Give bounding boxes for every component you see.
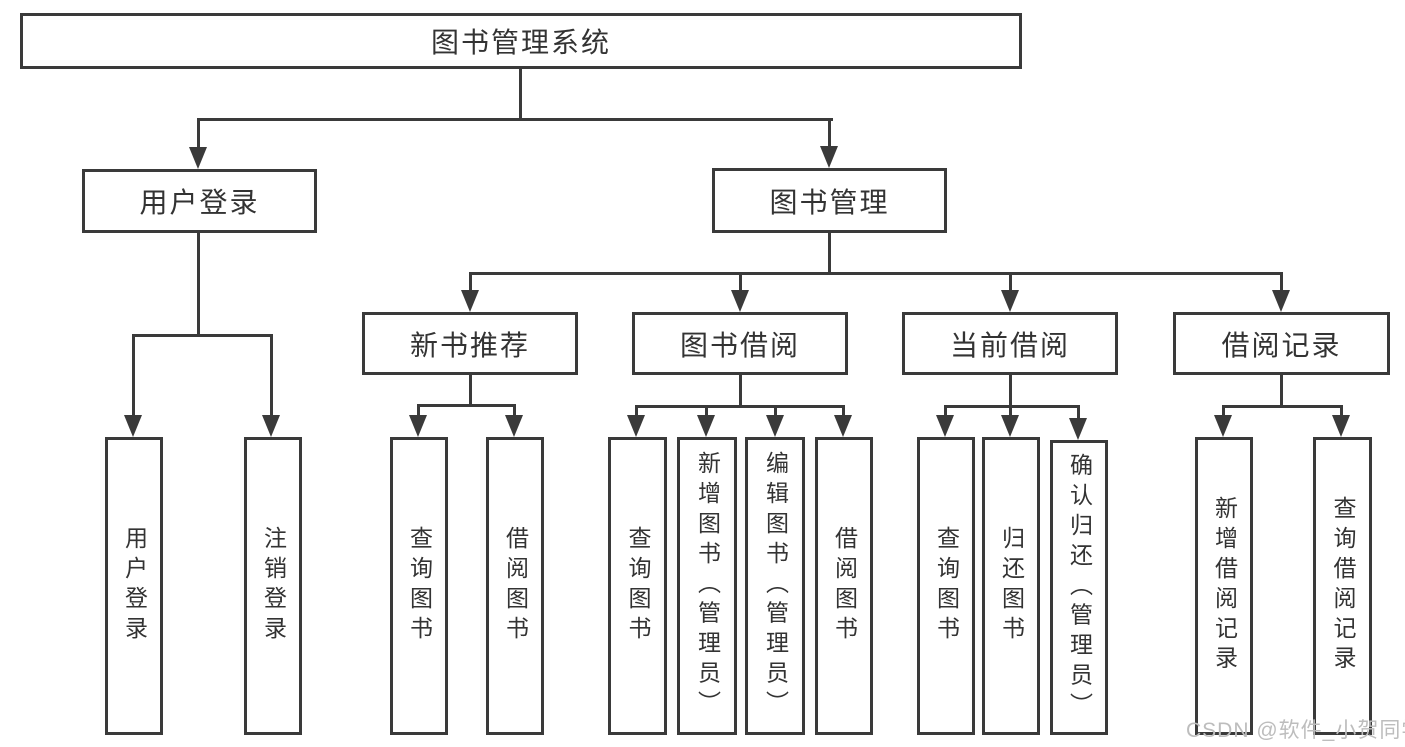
leaf-label-user-login: 用户登录: [121, 526, 148, 646]
arrowhead-leaf-query-books-3: [936, 415, 954, 437]
connector-current-borrowing-branch: [944, 405, 1080, 408]
leaf-label-query-books-3: 查询图书: [933, 526, 960, 646]
arrowhead-leaf-borrow-books-2: [834, 415, 852, 437]
connector-to-book-borrow: [739, 273, 742, 293]
leaf-query-books-2: 查询图书: [608, 437, 667, 735]
arrowhead-leaf-borrow-books-1: [505, 415, 523, 437]
node-book-borrowing: 图书借阅: [632, 312, 848, 375]
leaf-confirm-return-admin: 确认归还（管理员）: [1050, 440, 1108, 735]
arrowhead-borrow-records: [1272, 290, 1290, 312]
arrowhead-leaf-add-book: [697, 415, 715, 437]
arrowhead-leaf-query-books-2: [627, 415, 645, 437]
arrowhead-leaf-add-record: [1214, 415, 1232, 437]
leaf-logout: 注销登录: [244, 437, 302, 735]
leaf-label-borrow-books-1: 借阅图书: [502, 526, 529, 646]
leaf-label-add-borrow-record: 新增借阅记录: [1211, 496, 1238, 676]
connector-to-leaf-query-books-2: [635, 406, 638, 419]
leaf-label-return-book: 归还图书: [998, 526, 1025, 646]
connector-book-borrowing-stem: [739, 375, 742, 406]
connector-current-borrowing-stem: [1009, 375, 1012, 406]
arrowhead-leaf-confirm-return: [1069, 418, 1087, 440]
node-borrowing-records: 借阅记录: [1173, 312, 1390, 375]
connector-to-leaf-query-books-1: [417, 405, 420, 419]
leaf-add-borrow-record: 新增借阅记录: [1195, 437, 1253, 735]
connector-root-to-user-login: [197, 119, 200, 151]
connector-root-stem: [519, 69, 522, 120]
connector-to-leaf-confirm-return: [1077, 406, 1080, 419]
leaf-add-book-admin: 新增图书（管理员）: [677, 437, 737, 735]
leaf-query-books-1: 查询图书: [390, 437, 448, 735]
arrowhead-leaf-edit-book: [766, 415, 784, 437]
leaf-label-borrow-books-2: 借阅图书: [831, 526, 858, 646]
node-book-management: 图书管理: [712, 168, 947, 233]
leaf-label-query-borrow-record: 查询借阅记录: [1330, 496, 1356, 676]
arrowhead-leaf-user-login: [124, 415, 142, 437]
leaf-label-confirm-return-admin: 确认归还（管理员）: [1066, 452, 1093, 723]
connector-to-leaf-query-books-3: [944, 406, 947, 419]
arrowhead-user-login: [189, 147, 207, 169]
connector-to-leaf-add-book: [705, 406, 708, 419]
node-label-book-borrowing: 图书借阅: [679, 329, 800, 361]
arrowhead-book-borrow: [731, 290, 749, 312]
connector-to-leaf-query-record: [1340, 406, 1343, 419]
leaf-return-book: 归还图书: [982, 437, 1040, 735]
connector-root-to-book-mgmt: [828, 119, 831, 150]
connector-to-leaf-logout: [270, 335, 273, 417]
connector-borrowing-records-branch: [1222, 405, 1343, 408]
node-user-login: 用户登录: [82, 169, 317, 233]
connector-root-branch: [197, 118, 833, 121]
leaf-label-query-books-2: 查询图书: [625, 526, 651, 646]
node-label-root: 图书管理系统: [430, 27, 611, 58]
leaf-label-logout: 注销登录: [260, 526, 287, 646]
node-label-user-login: 用户登录: [139, 187, 260, 218]
arrowhead-leaf-logout: [262, 415, 280, 437]
arrowhead-leaf-query-books-1: [409, 415, 427, 437]
connector-user-login-stem: [197, 233, 200, 336]
leaf-label-add-book-admin: 新增图书（管理员）: [694, 451, 721, 721]
leaf-user-login: 用户登录: [105, 437, 163, 735]
connector-new-book-rec-branch: [417, 404, 516, 407]
connector-book-mgmt-stem: [828, 233, 831, 274]
leaf-label-query-books-1: 查询图书: [406, 526, 433, 646]
node-label-borrowing-records: 借阅记录: [1221, 329, 1342, 361]
leaf-label-edit-book-admin: 编辑图书（管理员）: [762, 451, 789, 721]
connector-to-new-book-rec: [469, 273, 472, 293]
connector-to-leaf-borrow-books-1: [513, 405, 516, 419]
leaf-borrow-books-1: 借阅图书: [486, 437, 544, 735]
arrowhead-leaf-query-record: [1332, 415, 1350, 437]
leaf-query-books-3: 查询图书: [917, 437, 975, 735]
csdn-watermark: CSDN @软件_小贺同学: [1186, 719, 1405, 742]
node-label-new-book-recommend: 新书推荐: [409, 329, 530, 361]
connector-to-leaf-return-book: [1009, 406, 1012, 419]
connector-book-borrowing-branch: [635, 405, 845, 408]
node-current-borrowing: 当前借阅: [902, 312, 1118, 375]
leaf-edit-book-admin: 编辑图书（管理员）: [745, 437, 805, 735]
connector-to-leaf-borrow-books-2: [842, 406, 845, 419]
connector-borrowing-records-stem: [1280, 375, 1283, 406]
connector-book-mgmt-branch: [469, 272, 1283, 275]
connector-user-login-branch: [132, 334, 273, 337]
connector-to-leaf-add-record: [1222, 406, 1225, 419]
leaf-borrow-books-2: 借阅图书: [815, 437, 873, 735]
connector-to-leaf-edit-book: [774, 406, 777, 419]
connector-to-current-borrow: [1009, 273, 1012, 293]
arrowhead-new-book-rec: [461, 290, 479, 312]
node-label-book-management: 图书管理: [769, 186, 890, 218]
arrowhead-current-borrow: [1001, 290, 1019, 312]
node-library-management-system: 图书管理系统: [20, 13, 1022, 69]
arrowhead-leaf-return-book: [1001, 415, 1019, 437]
node-label-current-borrowing: 当前借阅: [949, 329, 1070, 361]
arrowhead-book-mgmt: [820, 146, 838, 168]
leaf-query-borrow-record: 查询借阅记录: [1313, 437, 1372, 735]
node-new-book-recommend: 新书推荐: [362, 312, 578, 375]
connector-new-book-rec-stem: [469, 375, 472, 406]
connector-to-borrow-records: [1280, 273, 1283, 293]
connector-to-leaf-user-login: [132, 335, 135, 417]
